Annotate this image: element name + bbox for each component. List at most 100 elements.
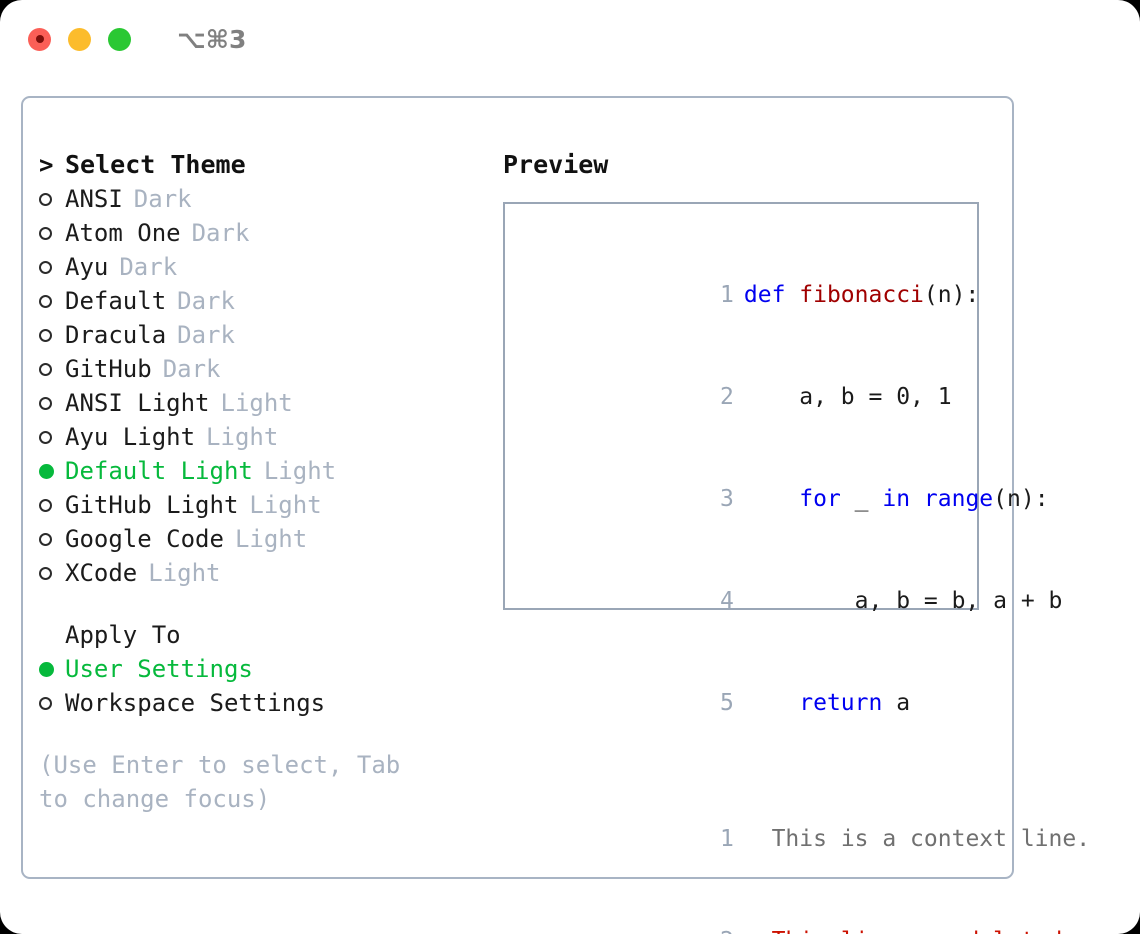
radio-icon[interactable]	[39, 250, 65, 284]
code-token: def	[743, 282, 800, 308]
theme-label: XCode	[65, 559, 138, 587]
code-token: (n):	[923, 282, 980, 308]
theme-option-default[interactable]: Default Dark	[39, 284, 479, 318]
apply-to-label: User Settings	[65, 655, 253, 683]
code-token: a, b = b, a + b	[743, 588, 1063, 614]
zoom-window-button[interactable]	[108, 27, 131, 51]
radio-icon[interactable]	[39, 318, 65, 352]
radio-selected-icon[interactable]	[39, 454, 65, 488]
radio-icon[interactable]	[39, 556, 65, 590]
code-token: (n):	[993, 486, 1049, 512]
apply-to-label: Workspace Settings	[65, 689, 326, 717]
theme-badge: Light	[249, 491, 322, 519]
code-token	[910, 486, 924, 512]
apply-to-header: Apply To	[39, 618, 479, 652]
theme-option-ansi-light[interactable]: ANSI Light Light	[39, 386, 479, 420]
theme-label: Ayu	[65, 253, 109, 281]
radio-icon[interactable]	[39, 488, 65, 522]
line-number: 1	[720, 826, 734, 852]
theme-badge: Light	[148, 559, 221, 587]
keyboard-hint-text: (Use Enter to select, Tab to change focu…	[39, 751, 401, 813]
diff-line-context: 1 This is a context line.	[505, 788, 1090, 890]
radio-icon[interactable]	[39, 420, 65, 454]
theme-label: Dracula	[65, 321, 167, 349]
code-token: _	[840, 486, 883, 512]
theme-option-default-light[interactable]: Default Light Light	[39, 454, 479, 488]
theme-option-google-code[interactable]: Google Code Light	[39, 522, 479, 556]
code-line: 4 a, b = b, a + b	[505, 550, 1062, 652]
theme-badge: Dark	[177, 321, 235, 349]
line-number: 2	[720, 384, 734, 410]
theme-option-ansi[interactable]: ANSI Dark	[39, 182, 479, 216]
line-number: 5	[720, 690, 734, 716]
code-token: in	[882, 486, 911, 512]
code-token: return	[799, 690, 883, 716]
radio-icon[interactable]	[39, 352, 65, 386]
line-number: 4	[720, 588, 734, 614]
code-token: for	[799, 486, 841, 512]
radio-icon[interactable]	[39, 386, 65, 420]
radio-icon[interactable]	[39, 284, 65, 318]
theme-badge: Dark	[162, 355, 221, 383]
line-number: 3	[720, 486, 734, 512]
theme-option-ayu[interactable]: Ayu Dark	[39, 250, 479, 284]
select-theme-header: > Select Theme	[39, 148, 479, 182]
main-panel: > Select Theme ANSI Dark Atom One Dark A…	[21, 96, 1090, 934]
line-number: 2	[712, 924, 734, 934]
theme-badge: Dark	[191, 219, 250, 247]
theme-label: ANSI	[65, 185, 123, 213]
theme-badge: Light	[206, 423, 279, 451]
theme-option-ayu-light[interactable]: Ayu Light Light	[39, 420, 479, 454]
preview-gap	[505, 754, 977, 788]
radio-selected-icon[interactable]	[39, 652, 65, 686]
theme-picker-column: > Select Theme ANSI Dark Atom One Dark A…	[39, 148, 479, 816]
apply-to-option-workspace-settings[interactable]: Workspace Settings	[39, 686, 479, 720]
theme-label: Ayu Light	[65, 423, 196, 451]
diff-marker	[744, 826, 758, 852]
theme-label: Default Light	[65, 457, 253, 485]
caret-icon: >	[39, 151, 54, 179]
page-title: Select Theme	[65, 150, 246, 179]
theme-option-github-light[interactable]: GitHub Light Light	[39, 488, 479, 522]
code-token: a	[882, 690, 911, 716]
theme-option-github[interactable]: GitHub Dark	[39, 352, 479, 386]
minimize-window-button[interactable]	[68, 27, 91, 51]
diff-marker: -	[744, 928, 758, 934]
theme-label: Google Code	[65, 525, 224, 553]
preview-title: Preview	[503, 150, 609, 179]
theme-badge: Light	[263, 457, 337, 485]
theme-label: GitHub Light	[65, 491, 239, 519]
theme-option-dracula[interactable]: Dracula Dark	[39, 318, 479, 352]
theme-label: ANSI Light	[65, 389, 210, 417]
radio-icon[interactable]	[39, 522, 65, 556]
code-line: 2 a, b = 0, 1	[505, 346, 977, 448]
theme-option-xcode[interactable]: XCode Light	[39, 556, 479, 590]
code-token	[744, 690, 799, 716]
keyboard-shortcut-label: ⌥⌘3	[177, 24, 247, 54]
theme-badge: Dark	[177, 287, 235, 315]
theme-label: Atom One	[65, 219, 181, 247]
close-window-button[interactable]	[28, 27, 51, 51]
diff-line-deleted: 2- This line was deleted.	[505, 890, 1076, 934]
radio-icon[interactable]	[39, 686, 65, 720]
apply-to-option-user-settings[interactable]: User Settings	[39, 652, 479, 686]
code-token: a, b = 0, 1	[743, 384, 952, 410]
diff-text: This is a context line.	[757, 826, 1091, 852]
theme-badge: Light	[234, 525, 308, 553]
hint-spacer	[39, 720, 479, 748]
theme-badge: Dark	[133, 185, 192, 213]
radio-icon[interactable]	[39, 216, 65, 250]
theme-badge: Light	[220, 389, 293, 417]
code-line: 3 for _ in range(n):	[505, 448, 1049, 550]
section-spacer	[39, 590, 479, 618]
theme-option-atom-one[interactable]: Atom One Dark	[39, 216, 479, 250]
code-token: range	[923, 486, 994, 512]
line-number: 1	[720, 282, 734, 308]
code-token: fibonacci	[799, 282, 924, 308]
code-line: 1 def fibonacci(n):	[505, 244, 980, 346]
radio-icon[interactable]	[39, 182, 65, 216]
